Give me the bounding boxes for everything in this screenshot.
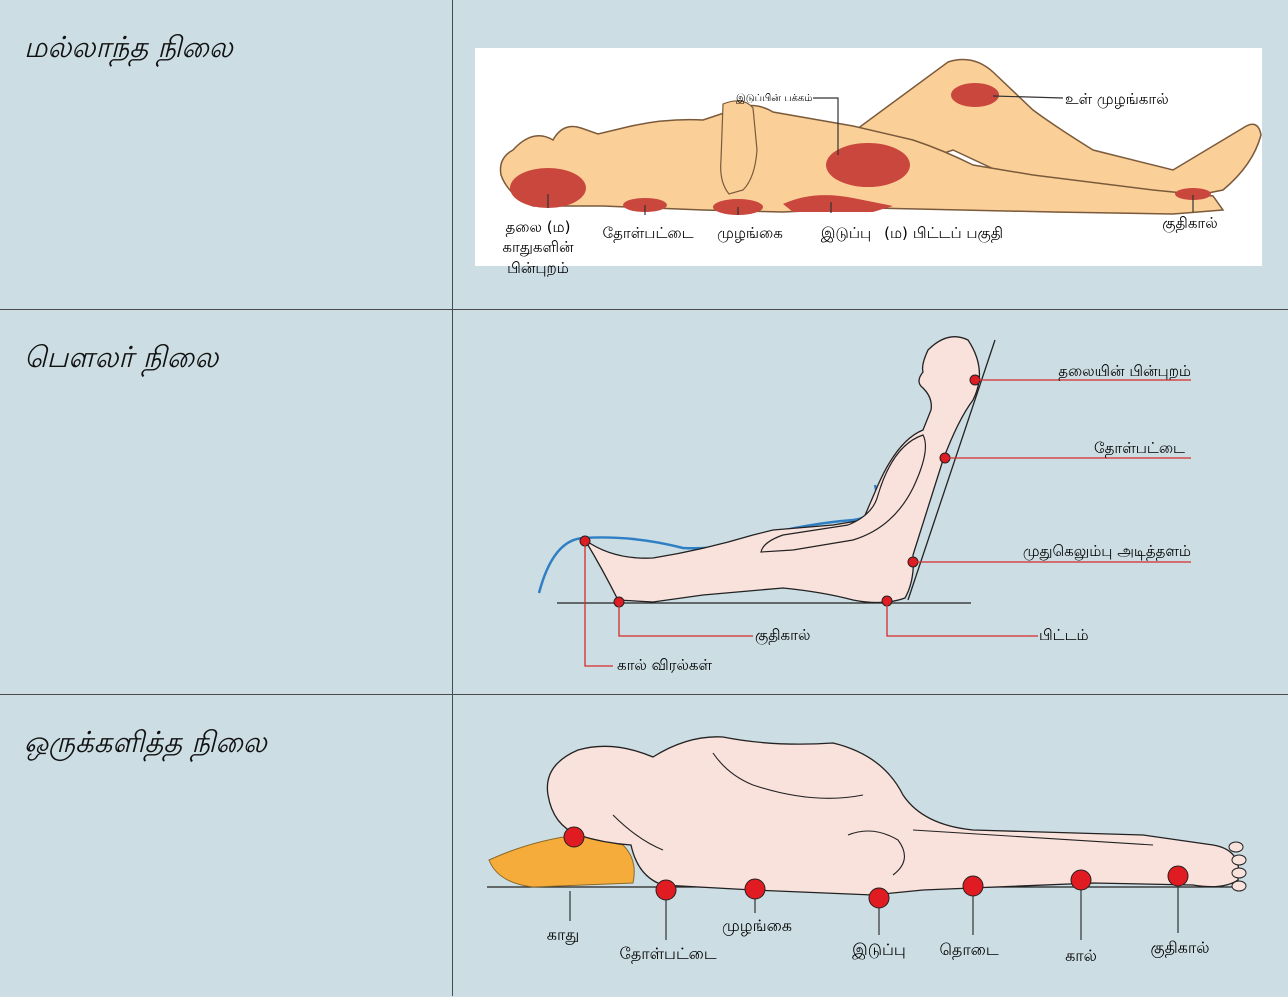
- label-head-line1: தலை (ம): [506, 218, 571, 236]
- label-hip: இடுப்பு: [821, 224, 871, 242]
- label-heel: குதிகால்: [755, 626, 810, 645]
- fowler-title-cell: பௌலர் நிலை: [0, 310, 453, 694]
- row-lateral: ஒருக்களித்த நிலை: [0, 694, 1288, 996]
- fowler-title: பௌலர் நிலை: [24, 340, 218, 378]
- lateral-body-illustration: காது தோள்பட்டை முழங்கை இடுப்பு தொடை கால்…: [453, 695, 1288, 997]
- label-elbow: முழங்கை: [717, 224, 783, 242]
- label-heel: குதிகால்: [1162, 214, 1217, 233]
- fowler-figure-cell: தலையின் பின்புறம் தோள்பட்டை முதுகெலும்பு…: [453, 310, 1288, 694]
- supine-body-illustration: இடுப்பின் பக்கம் உள் முழங்கால் தலை (ம) க…: [453, 0, 1288, 309]
- supine-figure-cell: இடுப்பின் பக்கம் உள் முழங்கால் தலை (ம) க…: [453, 0, 1288, 309]
- lateral-figure-cell: காது தோள்பட்டை முழங்கை இடுப்பு தொடை கால்…: [453, 695, 1288, 996]
- label-hip-side: இடுப்பின் பக்கம்: [736, 93, 812, 104]
- knee-pressure-area: [951, 83, 999, 107]
- supine-title: மல்லாந்த நிலை: [24, 30, 233, 68]
- label-heel: குதிகால்: [1150, 938, 1209, 958]
- label-sacrum: முதுகெலும்பு அடித்தளம்: [1023, 542, 1191, 561]
- label-head-line3: பின்புறம்: [507, 259, 569, 277]
- label-toes: கால் விரல்கள்: [617, 656, 713, 674]
- label-or: (ம): [884, 224, 908, 242]
- label-elbow: முழங்கை: [722, 916, 792, 936]
- fowler-body-illustration: தலையின் பின்புறம் தோள்பட்டை முதுகெலும்பு…: [453, 310, 1288, 695]
- lateral-title: ஒருக்களித்த நிலை: [24, 725, 267, 763]
- label-shoulder: தோள்பட்டை: [602, 224, 693, 242]
- label-buttock: பிட்டம்: [1039, 626, 1089, 644]
- label-thigh: தொடை: [939, 940, 998, 959]
- label-back-of-head: தலையின் பின்புறம்: [1058, 362, 1191, 380]
- label-shoulder: தோள்பட்டை: [1094, 439, 1185, 457]
- row-supine: மல்லாந்த நிலை: [0, 0, 1288, 309]
- label-head-line2: காதுகளின்: [502, 238, 574, 256]
- label-leg: கால்: [1065, 946, 1097, 965]
- row-fowler: பௌலர் நிலை: [0, 309, 1288, 694]
- lateral-title-cell: ஒருக்களித்த நிலை: [0, 695, 453, 996]
- label-ear: காது: [547, 925, 579, 945]
- supine-title-cell: மல்லாந்த நிலை: [0, 0, 453, 309]
- label-buttocks: பிட்டப் பகுதி: [913, 224, 1003, 243]
- label-hip: இடுப்பு: [852, 940, 906, 960]
- label-shoulder: தோள்பட்டை: [619, 944, 716, 963]
- label-inner-knee: உள் முழங்கால்: [1065, 90, 1169, 108]
